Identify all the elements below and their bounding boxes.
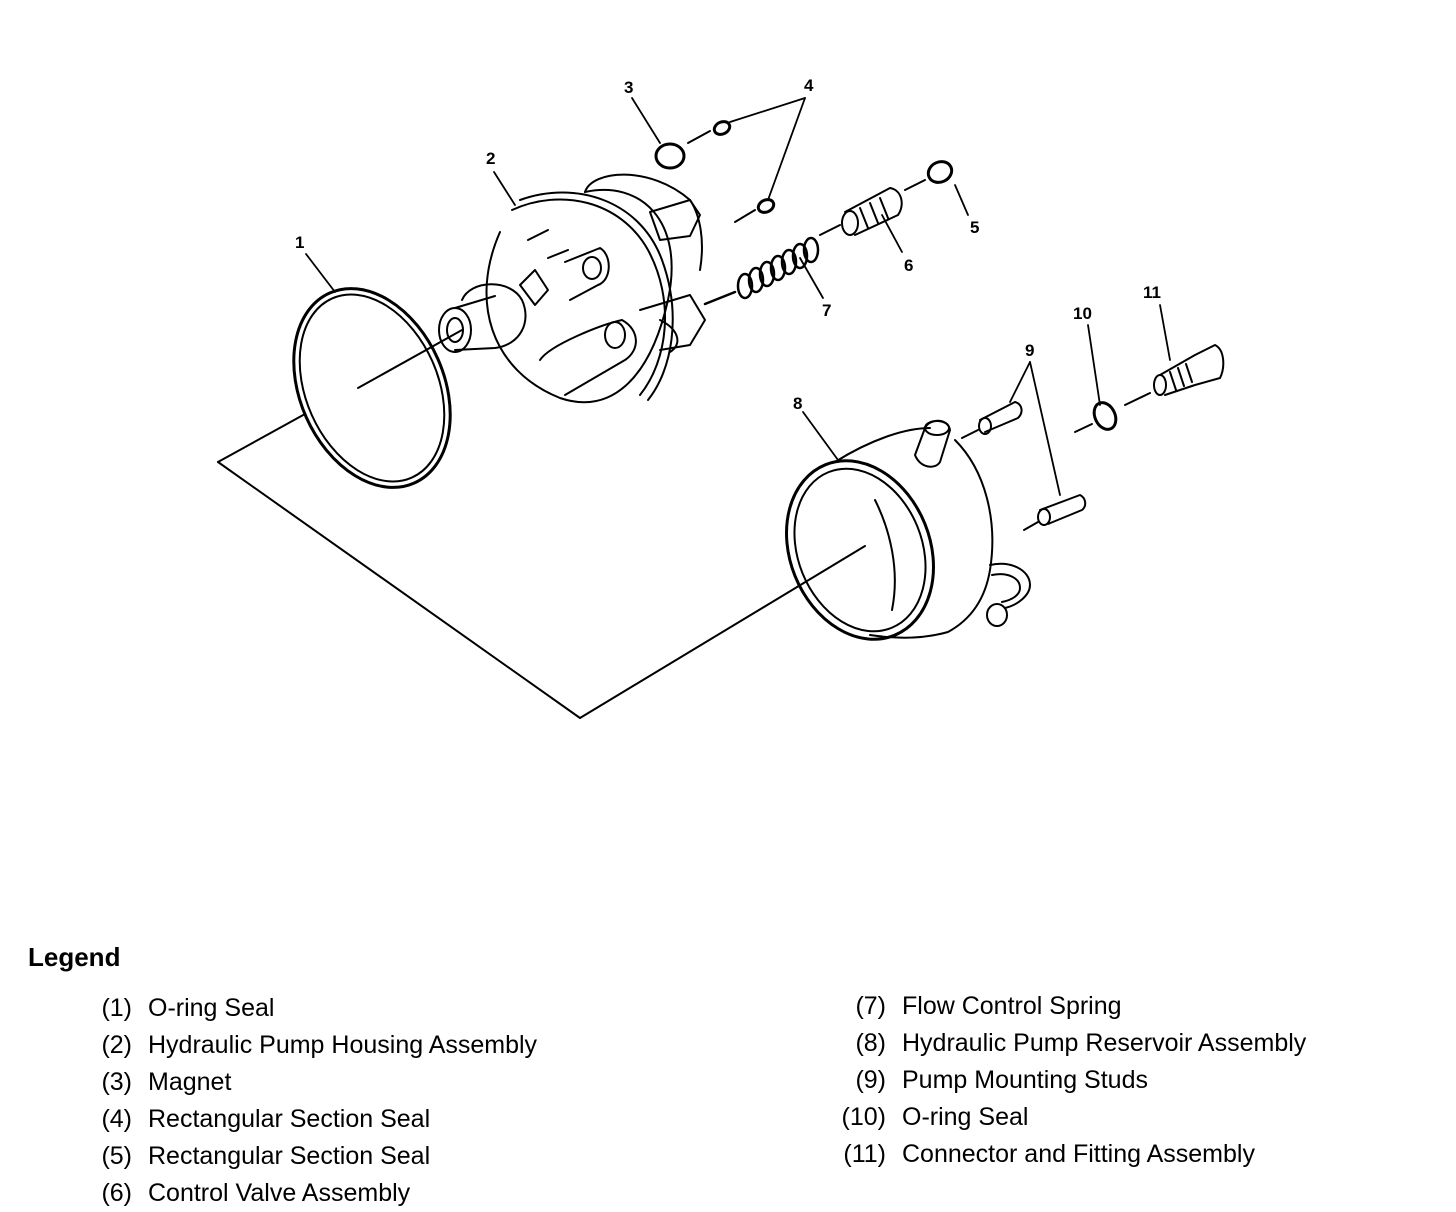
callout-7: 7 <box>822 301 831 320</box>
legend-title: Legend <box>28 942 121 972</box>
callout-labels: 1 2 3 4 5 6 7 8 9 10 11 <box>295 76 1161 413</box>
legend-item-number: (5) <box>101 1142 132 1170</box>
callout-4: 4 <box>804 76 814 95</box>
assembly-bracket <box>217 413 866 719</box>
legend-item-number: (9) <box>855 1066 886 1094</box>
legend-item-number: (1) <box>101 994 132 1022</box>
legend-item-text: Pump Mounting Studs <box>902 1066 1148 1094</box>
legend-item-number: (8) <box>855 1029 886 1057</box>
callout-3: 3 <box>624 78 633 97</box>
legend-item-text: O-ring Seal <box>148 994 275 1022</box>
exploded-view-diagram: 1 2 3 4 5 6 7 8 9 10 11 <box>217 76 1225 719</box>
callout-8: 8 <box>793 394 802 413</box>
legend-item-text: Control Valve Assembly <box>148 1179 411 1207</box>
legend-item-number: (11) <box>843 1140 886 1168</box>
legend-item-number: (2) <box>101 1031 132 1059</box>
legend-item-text: Hydraulic Pump Reservoir Assembly <box>902 1029 1307 1057</box>
legend-item-text: Rectangular Section Seal <box>148 1142 431 1170</box>
legend-item-text: Rectangular Section Seal <box>148 1105 431 1133</box>
pump-housing-assembly <box>438 173 706 404</box>
legend-item-number: (7) <box>855 992 886 1020</box>
pump-mounting-studs <box>961 401 1087 531</box>
pump-reservoir-assembly <box>785 419 1031 641</box>
legend-item-text: Flow Control Spring <box>902 992 1122 1020</box>
legend-item-text: Hydraulic Pump Housing Assembly <box>148 1031 538 1059</box>
flow-control-spring <box>703 236 820 306</box>
legend-item-number: (6) <box>101 1179 132 1207</box>
legend-item-number: (4) <box>101 1105 132 1133</box>
callout-2: 2 <box>486 149 495 168</box>
o-ring-seal-1 <box>292 287 463 489</box>
rectangular-section-seal-5 <box>904 160 954 191</box>
legend-item-text: Magnet <box>148 1068 232 1096</box>
callout-1: 1 <box>295 233 304 252</box>
callout-9: 9 <box>1025 341 1034 360</box>
legend-item-number: (10) <box>841 1103 886 1131</box>
callout-leaders <box>305 97 1171 496</box>
legend-item-text: Connector and Fitting Assembly <box>902 1140 1255 1168</box>
callout-11: 11 <box>1143 283 1161 302</box>
legend-item-text: O-ring Seal <box>902 1103 1029 1131</box>
callout-6: 6 <box>904 256 913 275</box>
callout-5: 5 <box>970 218 979 237</box>
exploded-view-svg: 1 2 3 4 5 6 7 8 9 10 11 <box>217 76 1225 719</box>
connector-fitting-assembly <box>1124 344 1225 406</box>
legend-item-number: (3) <box>101 1068 132 1096</box>
magnet <box>654 130 711 170</box>
o-ring-seal-10 <box>1074 401 1118 433</box>
control-valve-assembly <box>819 187 903 236</box>
rectangular-section-seal-4 <box>712 120 776 223</box>
callout-10: 10 <box>1073 304 1092 323</box>
